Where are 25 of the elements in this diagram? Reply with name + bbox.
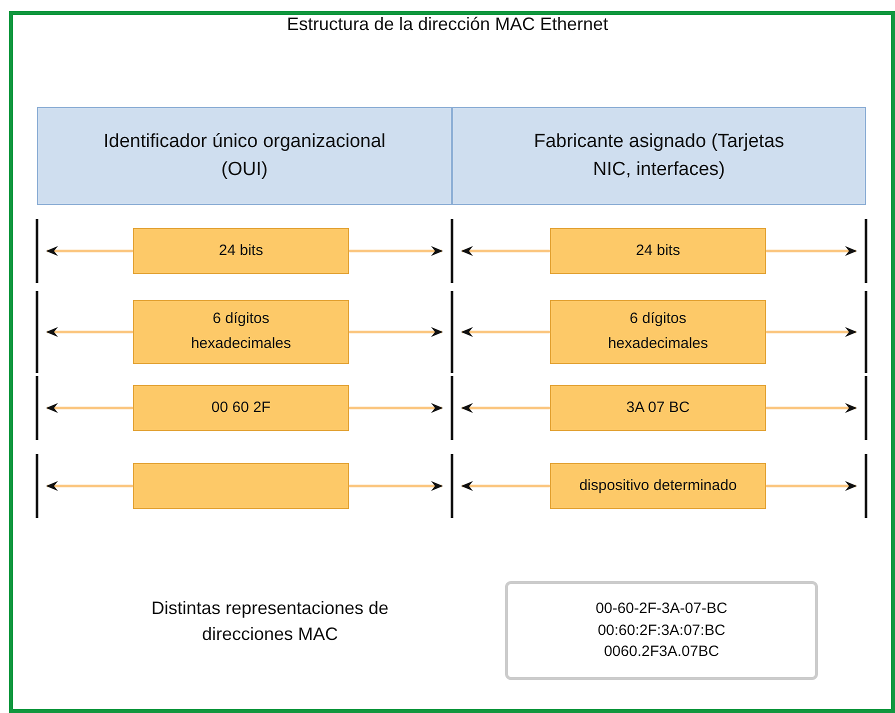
field-text: 6 dígitos hexadecimales <box>190 309 292 354</box>
mac-address: 0060.2F3A.07BC <box>604 642 720 662</box>
field-box <box>550 300 766 364</box>
header-text: Fabricante asignado (Tarjetas NIC, interfaces) <box>532 130 786 182</box>
header-cell <box>452 107 866 205</box>
field-text: 24 bits <box>218 240 264 261</box>
address-box <box>505 581 818 680</box>
header-text: Identificador único organizacional (OUI) <box>102 130 386 182</box>
field-box <box>133 228 349 274</box>
note-text: Distintas representaciones de direcciones MAC <box>150 597 390 646</box>
field-box <box>550 385 766 431</box>
field-box <box>133 385 349 431</box>
mac-address: 00:60:2F:3A:07:BC <box>598 620 726 641</box>
field-text: 24 bits <box>636 240 680 261</box>
field-text: dispositivo determinado <box>579 476 737 496</box>
field-box <box>133 300 349 364</box>
diagram-title: Estructura de la dirección MAC Ethernet <box>286 14 610 35</box>
header-cell <box>37 107 452 205</box>
field-box <box>550 228 766 274</box>
mac-address: 00-60-2F-3A-07-BC <box>596 598 728 619</box>
field-text: 00 60 2F <box>211 398 271 418</box>
field-box <box>550 463 766 509</box>
field-text: 3A 07 BC <box>626 398 690 418</box>
field-text: 6 dígitos hexadecimales <box>606 309 710 354</box>
field-box <box>133 463 349 509</box>
